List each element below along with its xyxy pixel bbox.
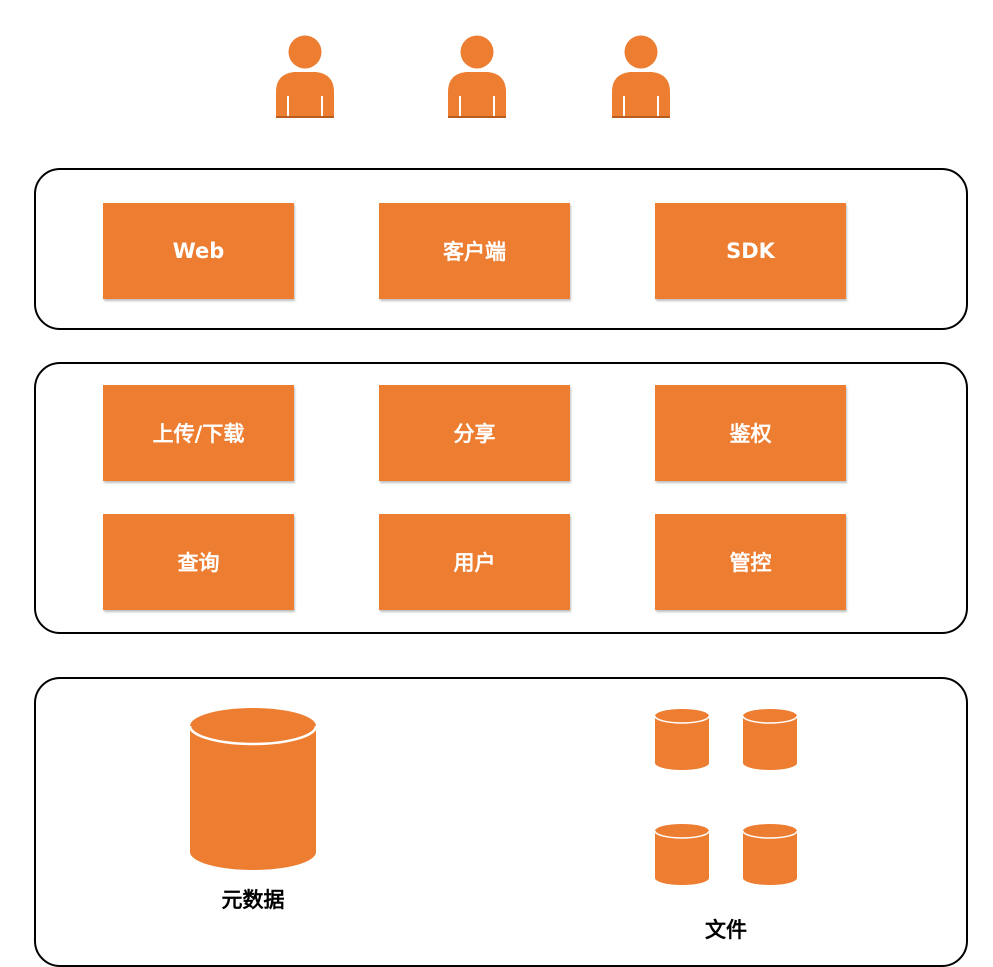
module-upload-download: 上传/下载 — [103, 385, 294, 481]
database-icon — [742, 709, 798, 770]
database-icon — [188, 708, 318, 870]
metadata-label: 元数据 — [221, 888, 285, 912]
module-sdk: SDK — [655, 203, 846, 299]
module-query: 查询 — [103, 514, 294, 610]
user-icon — [448, 35, 506, 118]
storage-layer — [34, 677, 968, 967]
database-icon — [654, 824, 710, 885]
database-icon — [742, 824, 798, 885]
module-user: 用户 — [379, 514, 570, 610]
module-share: 分享 — [379, 385, 570, 481]
user-icon — [612, 35, 670, 118]
user-icon — [276, 35, 334, 118]
module-control: 管控 — [655, 514, 846, 610]
module-client: 客户端 — [379, 203, 570, 299]
module-auth: 鉴权 — [655, 385, 846, 481]
database-icon — [654, 709, 710, 770]
module-web: Web — [103, 203, 294, 299]
files-label: 文件 — [705, 918, 747, 942]
